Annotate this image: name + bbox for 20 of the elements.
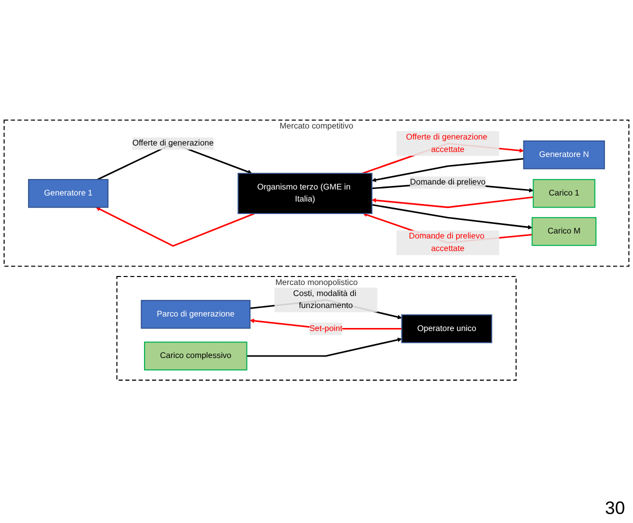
arrow bbox=[372, 158, 524, 182]
node-box: Carico complessivo bbox=[144, 341, 248, 370]
node-box: Generatore 1 bbox=[28, 178, 108, 208]
node-box: Carico 1 bbox=[532, 178, 596, 208]
page-number: 30 bbox=[604, 498, 625, 518]
node-box: Generatore N bbox=[523, 140, 605, 170]
edge-label: Set-point bbox=[309, 324, 342, 333]
node-box: Carico M bbox=[532, 216, 596, 246]
arrow bbox=[96, 206, 255, 247]
node-box: Parco di generazione bbox=[140, 300, 250, 329]
edge-label: Domande di prelievo accettate bbox=[408, 232, 484, 253]
edge-label: Costi, modalità di funzionamento bbox=[293, 288, 356, 310]
edge-label: Offerte di generazione accettate bbox=[406, 132, 488, 154]
arrow bbox=[246, 337, 402, 357]
edge-label: Domande di prelievo bbox=[410, 178, 486, 187]
arrow bbox=[372, 196, 534, 208]
edge-label: Offerte di generazione bbox=[132, 138, 214, 148]
node-box: Organismo terzo (GME in Italia) bbox=[238, 172, 372, 214]
node-box: Operatore unico bbox=[401, 314, 492, 343]
arrow bbox=[372, 204, 532, 230]
